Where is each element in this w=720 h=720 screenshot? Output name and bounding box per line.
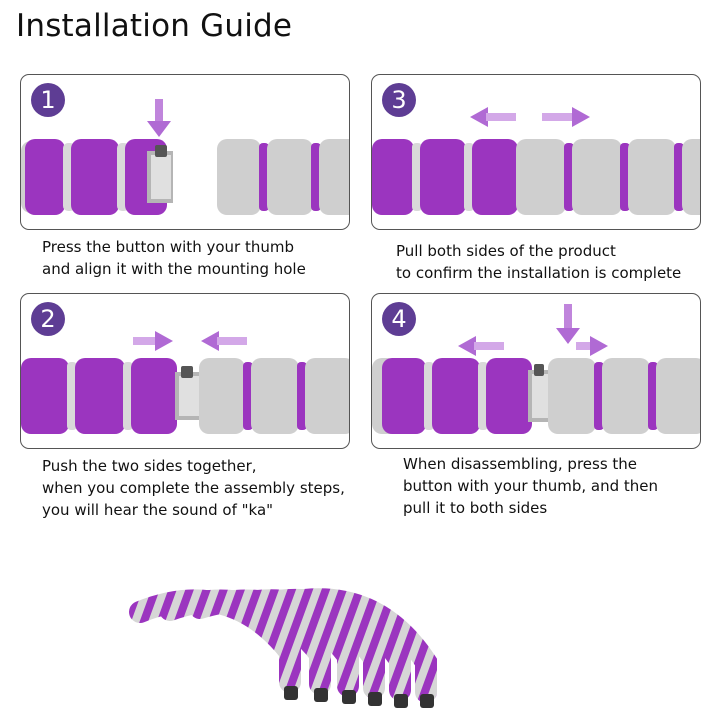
step-4-badge: 4 [382,302,416,336]
step-3-caption: Pull both sides of the product to confir… [396,242,682,282]
hoop-segments-image [129,588,437,708]
step-1-badge: 1 [31,83,65,117]
step-1-illustration [21,99,349,215]
page-title: Installation Guide [16,8,293,44]
step-4-panel: 4 [371,293,701,449]
arrow-right-icon [576,336,608,356]
step-2-illustration [21,331,349,434]
step-3-panel: 3 [371,74,701,230]
step-2-caption: Push the two sides together, when you co… [42,457,345,519]
arrow-right-icon [542,107,590,127]
arrow-down-icon [556,304,580,344]
arrow-right-icon [133,331,173,351]
arrow-down-icon [147,99,171,137]
arrow-left-icon [470,107,516,127]
arrow-left-icon [201,331,247,351]
step-1-caption: Press the button with your thumb and ali… [42,238,306,278]
step-2-panel: 2 [20,293,350,449]
step-3-badge: 3 [382,83,416,117]
arrow-left-icon [458,336,504,356]
step-1-panel: 1 [20,74,350,230]
step-4-illustration [372,304,700,434]
step-2-badge: 2 [31,302,65,336]
step-3-illustration [372,107,700,215]
step-4-caption: When disassembling, press the button wit… [403,455,659,517]
